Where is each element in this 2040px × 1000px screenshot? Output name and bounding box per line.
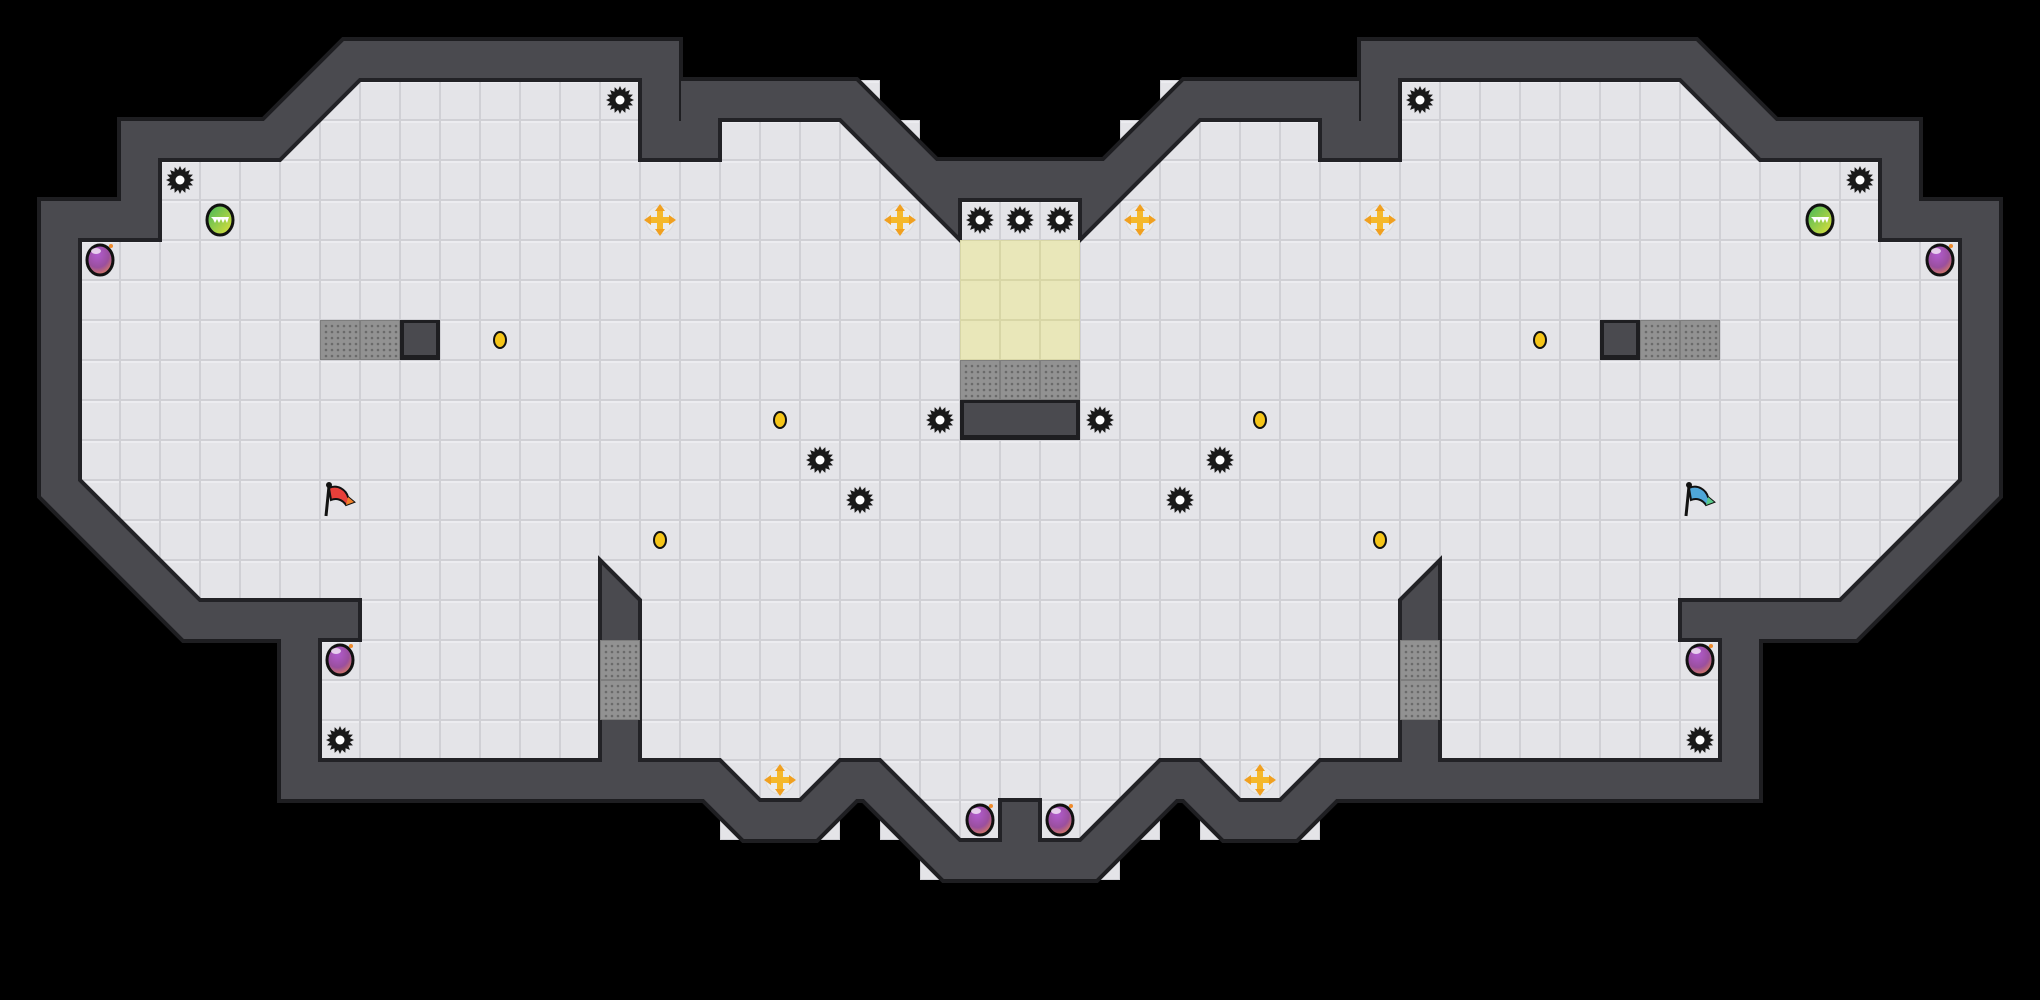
special-tiles	[320, 240, 1720, 720]
spike-icon	[1166, 486, 1194, 514]
boost-icon	[644, 204, 676, 236]
yellow-zone-tile-inner	[1001, 241, 1039, 279]
yellow-zone-tile-inner	[1001, 281, 1039, 319]
purple-ball-icon	[1925, 243, 1955, 277]
boost-icon	[764, 764, 796, 796]
wall-block-tile-face	[1604, 323, 1636, 355]
coin-icon	[653, 531, 667, 549]
gate-tile	[1680, 320, 1720, 360]
spike-icon	[1086, 406, 1114, 434]
spike-icon	[966, 206, 994, 234]
spike-icon	[846, 486, 874, 514]
spike-icon	[1686, 726, 1714, 754]
spike-icon	[166, 166, 194, 194]
boost-icon	[884, 204, 916, 236]
gate-tile	[1400, 640, 1440, 680]
coin-icon	[1533, 331, 1547, 349]
yellow-zone-tile-inner	[961, 321, 999, 359]
center-wall-block-face	[964, 403, 1076, 435]
purple-ball-icon	[965, 803, 995, 837]
spike-icon	[1206, 446, 1234, 474]
coin-icon	[773, 411, 787, 429]
gate-tile	[320, 320, 360, 360]
coin-icon	[493, 331, 507, 349]
gate-tile	[960, 360, 1000, 400]
gate-tile	[360, 320, 400, 360]
spike-icon	[1406, 86, 1434, 114]
yellow-zone-tile-inner	[1041, 281, 1079, 319]
yellow-zone-tile-inner	[1001, 321, 1039, 359]
floor	[78, 78, 1962, 842]
gate-tile	[1040, 360, 1080, 400]
purple-ball-icon	[1045, 803, 1075, 837]
gate-tile	[1640, 320, 1680, 360]
map-items	[85, 86, 1955, 837]
purple-ball-icon	[325, 643, 355, 677]
yellow-zone-tile-inner	[1041, 241, 1079, 279]
boost-icon	[1364, 204, 1396, 236]
wall-block-tile-face	[404, 323, 436, 355]
spike-icon	[806, 446, 834, 474]
blue-flag-icon	[1684, 482, 1716, 517]
gate-tile	[1400, 680, 1440, 720]
spike-icon	[1046, 206, 1074, 234]
spike-icon	[1846, 166, 1874, 194]
coin-icon	[1253, 411, 1267, 429]
boost-icon	[1244, 764, 1276, 796]
coin-icon	[1373, 531, 1387, 549]
yellow-zone-tile-inner	[961, 241, 999, 279]
green-ball-icon	[1805, 203, 1835, 237]
gate-tile	[1000, 360, 1040, 400]
boost-icon	[1124, 204, 1156, 236]
spike-icon	[606, 86, 634, 114]
spike-icon	[1006, 206, 1034, 234]
yellow-zone-tile-inner	[961, 281, 999, 319]
red-flag-icon	[324, 482, 356, 517]
gate-tile	[600, 640, 640, 680]
gate-tile	[600, 680, 640, 720]
purple-ball-icon	[1685, 643, 1715, 677]
spike-icon	[326, 726, 354, 754]
green-ball-icon	[205, 203, 235, 237]
yellow-zone-tile-inner	[1041, 321, 1079, 359]
spike-icon	[926, 406, 954, 434]
purple-ball-icon	[85, 243, 115, 277]
